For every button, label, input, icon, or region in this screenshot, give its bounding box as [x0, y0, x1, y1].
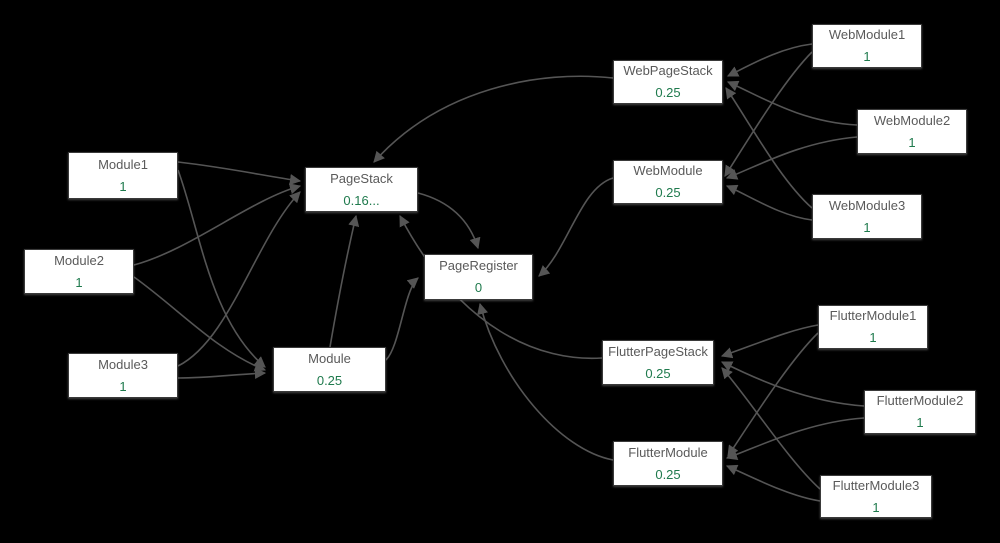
- graph-edge: [725, 136, 858, 180]
- node-label: PageRegister: [439, 258, 518, 273]
- node-value: 1: [908, 134, 916, 150]
- graph-edge: [726, 43, 813, 77]
- node-label: PageStack: [330, 170, 393, 186]
- node-label: WebModule1: [828, 27, 906, 42]
- graph-node-module[interactable]: Module 0.25: [273, 347, 386, 392]
- graph-node-pagestack[interactable]: PageStack 0.16...: [305, 167, 418, 212]
- graph-node-pageregister[interactable]: PageRegister 0: [424, 254, 533, 300]
- graph-edge: [133, 183, 302, 266]
- graph-node-webmodule1[interactable]: WebModule1 1: [812, 24, 922, 68]
- graph-edge: [373, 75, 614, 163]
- node-value: 1: [869, 330, 877, 345]
- node-value: 0.25: [655, 185, 681, 200]
- graph-node-flutterpagestack[interactable]: FlutterPageStack 0.25: [602, 340, 714, 385]
- graph-edge: [477, 302, 614, 461]
- graph-node-fluttermodule1[interactable]: FlutterModule1 1: [818, 305, 928, 349]
- node-label: WebPageStack: [623, 63, 713, 78]
- graph-node-fluttermodule[interactable]: FlutterModule 0.25: [613, 441, 723, 486]
- node-value: 0.25: [645, 365, 671, 381]
- node-value: 1: [872, 499, 880, 515]
- node-value: 0.25: [655, 85, 681, 100]
- graph-edge: [727, 332, 819, 457]
- node-value: 0.25: [316, 372, 343, 388]
- node-value: 1: [119, 378, 127, 394]
- graph-node-fluttermodule3[interactable]: FlutterModule3 1: [820, 475, 932, 518]
- graph-edges: [133, 43, 865, 502]
- node-label: Module3: [98, 356, 148, 372]
- graph-edge: [177, 161, 302, 186]
- graph-edge: [329, 214, 360, 348]
- node-label: FlutterModule: [628, 444, 708, 460]
- node-label: Module1: [98, 156, 148, 172]
- graph-edge: [177, 169, 266, 368]
- node-value: 0.16...: [343, 192, 380, 208]
- node-label: Module2: [54, 252, 104, 268]
- graph-edge: [720, 361, 865, 407]
- graph-edge: [725, 87, 813, 209]
- node-value: 0: [474, 280, 483, 295]
- graph-edge: [726, 80, 858, 126]
- graph-edge: [725, 417, 865, 461]
- graph-edge: [133, 276, 267, 372]
- graph-edge: [385, 277, 419, 361]
- graph-edge: [721, 367, 821, 490]
- node-value: 1: [863, 219, 871, 235]
- graph-node-module1[interactable]: Module1 1: [68, 152, 178, 199]
- graph-edge: [177, 367, 267, 379]
- graph-node-webmodule2[interactable]: WebModule2 1: [857, 109, 967, 154]
- node-value: 1: [119, 178, 127, 194]
- node-label: FlutterPageStack: [608, 343, 708, 359]
- graph-edge: [725, 464, 821, 502]
- graph-node-webmodule[interactable]: WebModule 0.25: [613, 160, 723, 204]
- graph-node-fluttermodule2[interactable]: FlutterModule2 1: [864, 390, 976, 434]
- graph-edge: [417, 192, 481, 250]
- graph-edge: [725, 184, 813, 221]
- node-label: FlutterModule3: [832, 477, 920, 493]
- node-label: FlutterModule1: [829, 308, 917, 323]
- graph-node-module3[interactable]: Module3 1: [68, 353, 178, 398]
- graph-node-module2[interactable]: Module2 1: [24, 249, 134, 294]
- node-label: WebModule2: [873, 112, 951, 128]
- node-label: FlutterModule2: [876, 393, 964, 408]
- graph-node-webpagestack[interactable]: WebPageStack 0.25: [613, 60, 723, 104]
- graph-edge: [724, 51, 813, 177]
- node-value: 1: [863, 49, 871, 64]
- node-value: 1: [916, 415, 924, 430]
- node-label: WebModule: [633, 163, 703, 178]
- graph-edge: [399, 215, 603, 360]
- node-value: 1: [75, 274, 83, 290]
- graph-edge: [538, 177, 614, 277]
- node-label: WebModule3: [828, 197, 906, 213]
- graph-node-webmodule3[interactable]: WebModule3 1: [812, 194, 922, 239]
- node-value: 0.25: [655, 466, 681, 482]
- graph-edge: [720, 324, 819, 359]
- graph-edge: [177, 191, 301, 367]
- node-label: Module: [308, 350, 351, 366]
